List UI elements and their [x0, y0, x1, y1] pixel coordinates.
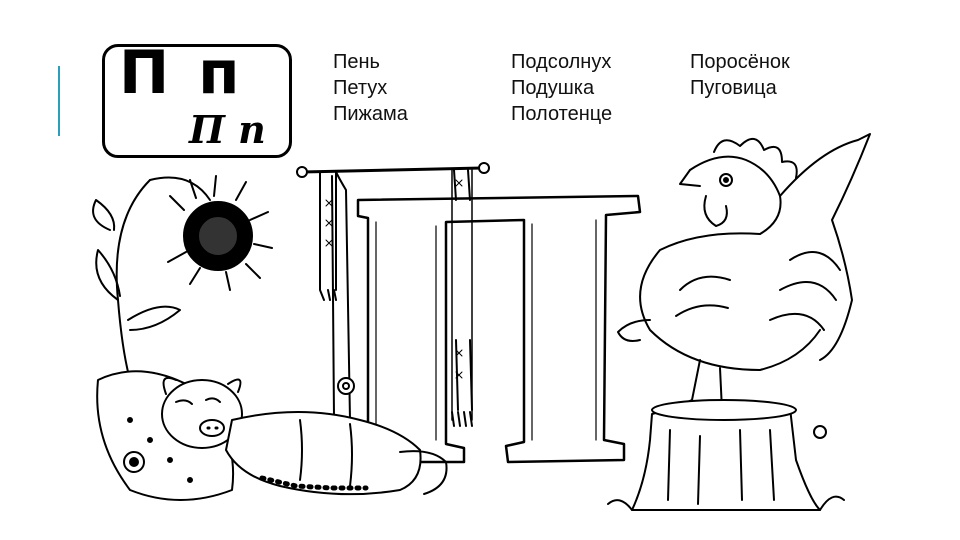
word-item: Пижама — [333, 103, 408, 125]
word-item: Петух — [333, 77, 388, 99]
big-letter-p — [348, 194, 642, 464]
sunflower-icon — [92, 175, 273, 381]
rooster-icon — [617, 133, 871, 421]
word-item: Пуговица — [690, 77, 777, 99]
word-column-2: Подсолнух Подушка Полотенце — [511, 49, 612, 127]
accent-bar — [58, 66, 60, 136]
towel-icon — [296, 162, 490, 427]
pig-icon — [161, 376, 448, 496]
stump-icon — [607, 399, 845, 511]
letter-script: П п — [189, 107, 266, 152]
word-item: Поросёнок — [690, 51, 790, 73]
word-item: Полотенце — [511, 103, 613, 125]
word-item: Подсолнух — [511, 51, 612, 73]
word-item: Подушка — [511, 77, 595, 99]
letter-print: П п — [119, 38, 244, 108]
word-item: Пень — [333, 51, 380, 73]
word-column-1: Пень Петух Пижама — [333, 49, 408, 127]
word-column-3: Поросёнок Пуговица — [690, 49, 790, 101]
letter-card: П п П п — [102, 38, 292, 158]
